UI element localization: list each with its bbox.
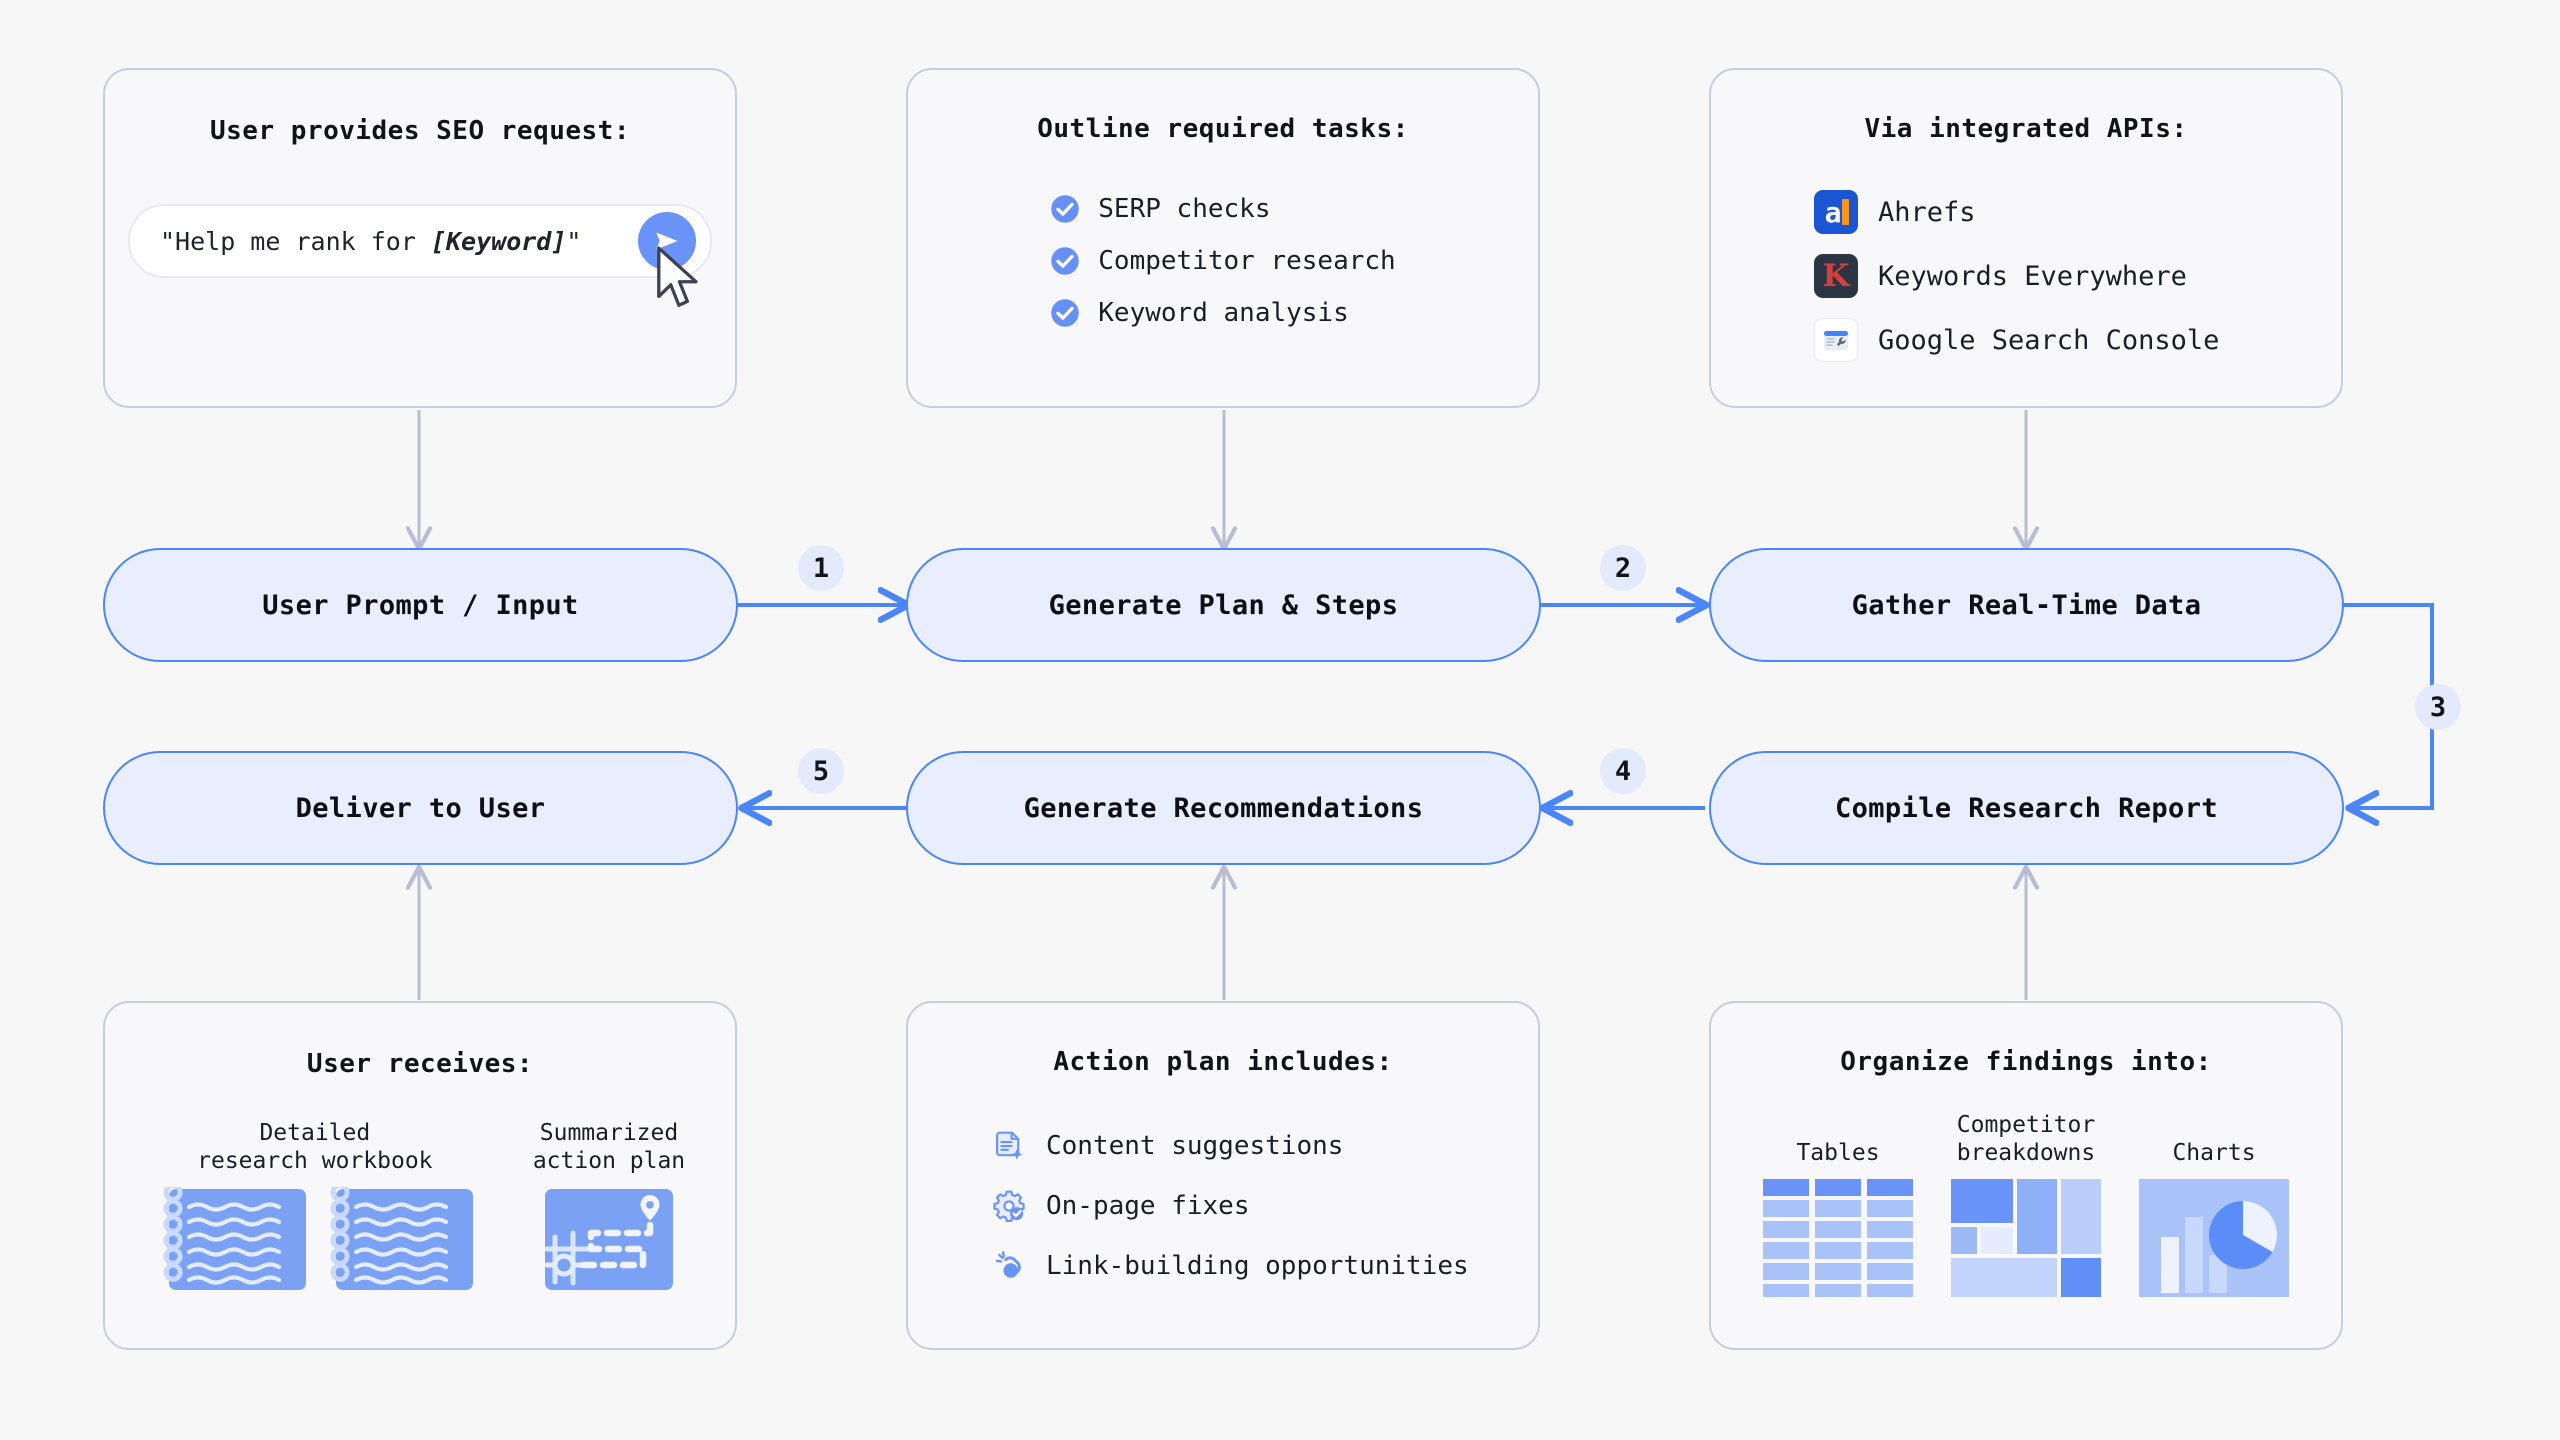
- treemap-icon: [1951, 1179, 2101, 1298]
- card-integrated-apis: Via integrated APIs: a Ahrefs K Keywords…: [1709, 68, 2343, 408]
- node-label: Gather Real-Time Data: [1851, 589, 2202, 621]
- thumb-caption: Tables: [1796, 1140, 1880, 1167]
- card-user-receives: User receives: Detailed research workboo…: [103, 1001, 737, 1350]
- step-badge-4: 4: [1600, 748, 1646, 794]
- card-action-plan: Action plan includes: Content suggestion…: [906, 1001, 1540, 1350]
- prompt-prefix: "Help me rank for: [160, 226, 431, 256]
- kwe-mark: K: [1822, 257, 1850, 294]
- thumb-caption: Charts: [2172, 1140, 2256, 1167]
- step-badge-number: 5: [812, 755, 830, 787]
- check-circle-icon: [1051, 195, 1080, 223]
- thumb-item-tables: Tables: [1763, 1139, 1913, 1298]
- check-circle-icon: [1051, 299, 1080, 327]
- list-item-label: Competitor research: [1098, 246, 1396, 276]
- step-badge-1: 1: [798, 545, 844, 591]
- list-item: Link-building opportunities: [992, 1249, 1469, 1283]
- node-compile-research-report[interactable]: Compile Research Report: [1709, 751, 2344, 865]
- list-item: K Keywords Everywhere: [1814, 254, 2219, 298]
- list-item: Content suggestions: [992, 1129, 1469, 1163]
- list-item: a Ahrefs: [1814, 190, 2219, 234]
- list-item-label: Keyword analysis: [1098, 298, 1349, 328]
- thumb-group: Tables: [1763, 1111, 2289, 1298]
- api-list: a Ahrefs K Keywords Everywhere: [1814, 190, 2219, 362]
- node-label: Compile Research Report: [1834, 792, 2219, 824]
- card-title: Outline required tasks:: [1037, 114, 1409, 144]
- list-item: Google Search Console: [1814, 318, 2219, 362]
- step-badge-number: 2: [1614, 552, 1632, 584]
- node-label: Deliver to User: [295, 792, 546, 824]
- ahrefs-accent-bar: [1842, 199, 1849, 225]
- list-item: Competitor research: [1050, 246, 1396, 276]
- card-title: Organize findings into:: [1840, 1047, 2212, 1077]
- node-generate-recommendations[interactable]: Generate Recommendations: [906, 751, 1541, 865]
- ahrefs-mark: a: [1824, 196, 1842, 229]
- list-item-label: On-page fixes: [1046, 1191, 1250, 1221]
- list-item-label: Link-building opportunities: [1046, 1251, 1469, 1281]
- keywords-everywhere-logo-icon: K: [1814, 254, 1858, 298]
- thumb-item-competitor-breakdowns: Competitor breakdowns: [1951, 1111, 2101, 1298]
- list-item-label: Content suggestions: [1046, 1131, 1344, 1161]
- list-item: On-page fixes: [992, 1189, 1469, 1223]
- link-sparkle-icon: [995, 1251, 1021, 1278]
- node-generate-plan-steps[interactable]: Generate Plan & Steps: [906, 548, 1541, 662]
- thumb-caption: Summarized action plan: [532, 1120, 686, 1175]
- node-deliver-to-user[interactable]: Deliver to User: [103, 751, 738, 865]
- list-item: SERP checks: [1050, 194, 1395, 224]
- prompt-input[interactable]: "Help me rank for [Keyword]": [128, 204, 712, 307]
- node-gather-real-time-data[interactable]: Gather Real-Time Data: [1709, 548, 2344, 662]
- gsc-glyph: [1824, 331, 1848, 350]
- google-search-console-logo-icon: [1814, 318, 1858, 362]
- prompt-suffix: ": [566, 226, 582, 256]
- prompt-text: "Help me rank for [Keyword]": [160, 227, 638, 256]
- notebook-icon: [163, 1187, 306, 1291]
- card-user-request: User provides SEO request: "Help me rank…: [103, 68, 737, 408]
- thumb-images: [544, 1187, 673, 1292]
- card-title: User provides SEO request:: [210, 116, 630, 146]
- card-title: Via integrated APIs:: [1864, 114, 2188, 144]
- task-list: SERP checks Competitor research Keyword …: [1050, 194, 1396, 328]
- table-grid-icon: [1763, 1179, 1913, 1298]
- roadmap-icon: [544, 1189, 673, 1291]
- send-icon: [656, 232, 678, 250]
- gear-check-icon: [993, 1190, 1025, 1222]
- thumb-caption: Competitor breakdowns: [1956, 1112, 2096, 1167]
- check-circle-icon: [1051, 247, 1080, 275]
- list-item-label: Ahrefs: [1878, 196, 1976, 228]
- document-sparkle-icon: [996, 1131, 1023, 1160]
- thumb-caption: Detailed research workbook: [197, 1120, 433, 1175]
- thumb-images: [155, 1187, 475, 1292]
- thumb-item-charts: Charts: [2139, 1139, 2289, 1298]
- card-title: Action plan includes:: [1053, 1047, 1393, 1077]
- prompt-emphasis: [Keyword]: [430, 226, 567, 256]
- list-item-label: SERP checks: [1098, 194, 1271, 224]
- step-badge-5: 5: [798, 748, 844, 794]
- step-badge-3: 3: [2415, 684, 2461, 730]
- node-label: Generate Plan & Steps: [1048, 589, 1399, 621]
- list-item-label: Keywords Everywhere: [1878, 260, 2187, 292]
- step-badge-number: 4: [1614, 755, 1632, 787]
- ahrefs-logo-icon: a: [1814, 190, 1858, 234]
- thumb-group: Detailed research workbook: [155, 1119, 685, 1292]
- step-badge-number: 3: [2429, 691, 2447, 723]
- mouse-cursor-icon: [657, 246, 698, 307]
- feature-list: Content suggestions On-page fixes: [992, 1129, 1469, 1283]
- list-item-label: Google Search Console: [1878, 324, 2220, 356]
- list-item: Keyword analysis: [1050, 298, 1395, 328]
- card-title: User receives:: [306, 1049, 534, 1079]
- node-label: Generate Recommendations: [1023, 792, 1424, 824]
- card-outline-tasks: Outline required tasks: SERP checks Comp…: [906, 68, 1540, 408]
- step-badge-number: 1: [812, 552, 830, 584]
- node-user-prompt-input[interactable]: User Prompt / Input: [103, 548, 738, 662]
- thumb-item-action-plan: Summarized action plan: [533, 1119, 685, 1292]
- chart-pie-bar-icon: [2139, 1179, 2289, 1298]
- notebook-icon: [330, 1187, 473, 1291]
- card-organize-findings: Organize findings into: Tables: [1709, 1001, 2343, 1350]
- thumb-item-workbook: Detailed research workbook: [155, 1119, 475, 1292]
- step-badge-2: 2: [1600, 545, 1646, 591]
- node-label: User Prompt / Input: [262, 589, 579, 621]
